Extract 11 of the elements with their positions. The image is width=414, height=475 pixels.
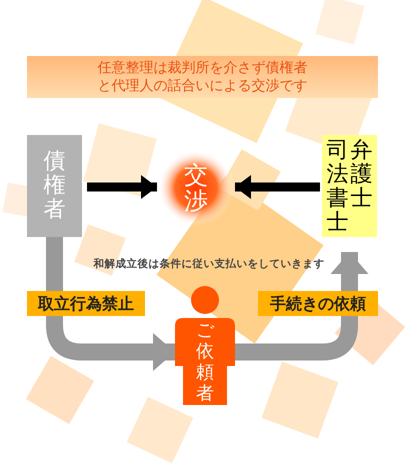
title-text: 司法書士 bbox=[326, 139, 350, 235]
title-text: ご依頼者 bbox=[195, 320, 215, 404]
arrow bbox=[235, 175, 320, 199]
arrow bbox=[87, 175, 157, 199]
edge-label: 手続きの依頼 bbox=[258, 291, 378, 316]
edge-label: 取立行為禁止 bbox=[27, 291, 145, 316]
party-box: 債権者 bbox=[27, 135, 82, 237]
title-text: 弁護士 bbox=[350, 139, 374, 211]
title-text: 交渉 bbox=[184, 162, 208, 214]
banner-box: 任意整理は裁判所を介さず債権者と代理人の話合いによる交渉です bbox=[27, 56, 378, 98]
arrow bbox=[46, 237, 175, 371]
